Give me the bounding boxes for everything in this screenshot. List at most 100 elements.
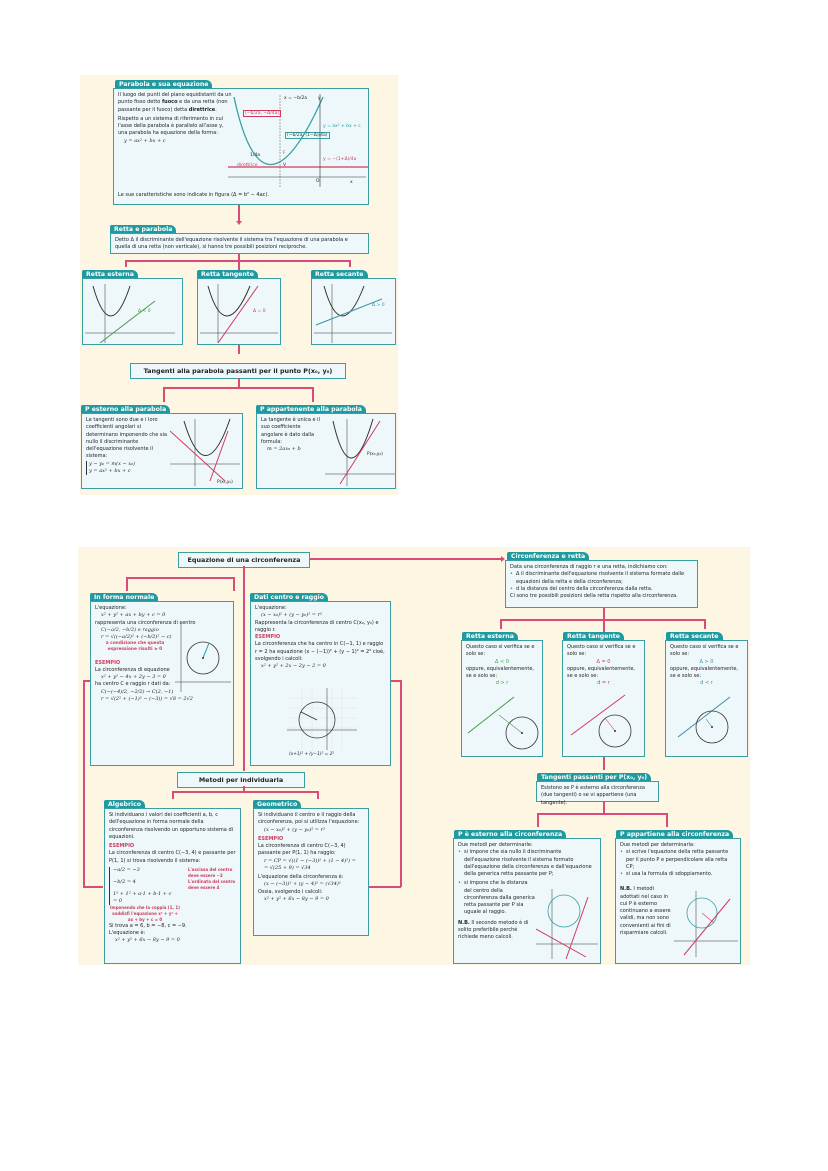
tangenti-circ-text: Esistono se P è esterno alla circonferen…	[541, 785, 645, 806]
centro-raggio-label: L'equazione:	[255, 605, 287, 611]
circ-retta-bullet: d la distanza del centro della circonfer…	[510, 586, 693, 594]
case-tangente-box: Δ = 0	[197, 278, 281, 345]
direttrice-term: direttrice	[188, 106, 216, 113]
normale-raggio: r = √((−a/2)² + (−b/2)² − c)	[101, 634, 172, 640]
circ-case-secante-box: Questo caso si verifica se e solo se: Δ …	[665, 640, 748, 757]
example-equation: x² + y² + 2x − 2y − 2 = 0	[261, 663, 326, 669]
connector	[172, 791, 174, 799]
geometrico-text: Si individuano il centro e il raggio del…	[258, 812, 360, 826]
connector	[125, 260, 350, 262]
point-p-label: P(x₀,y₀)	[217, 480, 233, 485]
case-text: oppure, equivalentemente, se e solo se:	[670, 665, 739, 679]
parabola-footer: Le sue caratteristiche sono indicate in …	[118, 191, 269, 198]
connector	[243, 786, 245, 792]
case-text: oppure, equivalentemente, se e solo se:	[466, 665, 535, 679]
normale-condition: a condizione che questa espressione risu…	[105, 641, 165, 653]
metodi-label: Due metodi per determinarla:	[620, 842, 695, 848]
nb-note: N.B. I metodi adottati nel caso in cui P…	[620, 886, 672, 937]
p-esterno-text: Le tangenti sono due e i loro coefficien…	[86, 417, 167, 460]
circ-case-tangente-title: Retta tangente	[563, 632, 624, 641]
case-delta: Δ > 0	[699, 658, 714, 665]
circ-retta-title: Circonferenza e retta	[507, 552, 590, 561]
circ-retta-box: Data una circonferenza di raggio r e una…	[505, 560, 698, 608]
geometrico-title: Geometrico	[253, 800, 302, 809]
example-result: x² + y² + 6x − 8y − 9 = 0	[264, 895, 329, 902]
label-dir-eq: y = −(1+Δ)/4a	[323, 157, 357, 162]
point-p-label: P(x₀,y₀)	[367, 452, 383, 457]
tangenti-circ-box: Esistono se P è esterno alla circonferen…	[536, 781, 659, 806]
connector	[369, 886, 401, 888]
case-delta: Δ = 0	[596, 658, 611, 665]
forma-normale-title: In forma normale	[90, 593, 159, 602]
secante-graph	[314, 284, 392, 343]
label-curve: y = ax² + bx + c	[323, 124, 361, 129]
example-equation: (x − (−3))² + (y − 4)² = (√34)²	[264, 881, 341, 888]
case-esterna-box: Δ < 0	[82, 278, 183, 345]
normale-equation: x² + y² + ax + by + c = 0	[101, 612, 166, 619]
system-eq-2: y = ax² + bx + c	[89, 467, 131, 474]
connector	[537, 813, 539, 827]
connector	[500, 619, 705, 621]
p-appartenente-graph	[325, 418, 395, 486]
parabola-text: Rispetto a un sistema di riferimento in …	[118, 115, 224, 137]
system-eq-3: 1² + 1² + a·1 + b·1 + c = 0	[113, 890, 172, 904]
metodo-bullet: si scrive l'equazione della retta passan…	[620, 849, 736, 871]
example-text: La circonferenza che ha centro in C(−1, …	[255, 641, 385, 662]
example-text: La circonferenza di equazione	[95, 666, 170, 673]
label-axis: x = −b/2a	[284, 96, 308, 101]
p-appartiene-circ-graph	[674, 891, 738, 957]
normale-text: rappresenta una circonferenza di centro	[95, 619, 196, 626]
arrow	[236, 221, 242, 225]
metodi-label: Due metodi per determinarle:	[458, 842, 533, 848]
retta-parabola-box: Detto Δ il discriminante dell'equazione …	[110, 233, 369, 254]
example-text: La circonferenza di centro C(−3, 4) e pa…	[109, 850, 236, 864]
circ-retta-intro: Data una circonferenza di raggio r e una…	[510, 564, 668, 570]
label-quarter: 1/4a	[250, 153, 260, 158]
example-text: L'equazione della circonferenza è:	[258, 874, 344, 880]
p-esterno-circ-box: Due metodi per determinarle: si impone c…	[453, 838, 601, 964]
connector	[537, 813, 667, 815]
example-text: Ossia, svolgendo i calcoli:	[258, 888, 323, 895]
circ-case-esterna-title: Retta esterna	[462, 632, 518, 641]
parabola-definition: Il luogo dei punti del piano equidistant…	[118, 92, 232, 106]
example-text: La circonferenza di centro C(−3, 4) pass…	[258, 843, 346, 857]
p-esterno-box: Le tangenti sono due e i loro coefficien…	[81, 413, 243, 489]
connector	[163, 387, 165, 402]
graph-caption: (x+1)² + (y−1)² = 2²	[289, 752, 335, 757]
system-eq-1: y − y₀ = m(x − x₀)	[89, 460, 136, 467]
retta-parabola-title: Retta e parabola	[110, 225, 177, 234]
note-ordinata: L'ordinata del centro deve essere 4	[188, 878, 236, 890]
parabola-title: Parabola e sua equazione	[115, 80, 213, 89]
delta-label: Δ = 0	[253, 309, 266, 314]
example-equation: x² + y² − 4x + 2y − 3 = 0	[101, 674, 166, 681]
connector	[126, 577, 234, 579]
centro-raggio-text: Rappresenta la circonferenza di centro C…	[255, 619, 379, 633]
example-text: ha centro C e raggio r dati da:	[95, 681, 171, 688]
metodi-title: Metodi per individuarla	[177, 772, 305, 788]
parabola-box: Il luogo dei punti del piano equidistant…	[113, 88, 369, 205]
note-ascissa: L'ascissa del centro deve essere −3	[188, 866, 233, 878]
p-esterno-title: P esterno alla parabola	[81, 405, 171, 414]
case-text: Questo caso si verifica se e solo se:	[466, 644, 535, 658]
metodo-bullet: si impone che la distanza del centro del…	[458, 880, 536, 916]
normale-graph	[175, 622, 231, 692]
system-eq-2: −b/2 = 4	[113, 878, 136, 885]
connector	[312, 387, 314, 402]
esterna-circle-graph	[467, 696, 539, 750]
centro-raggio-equation: (x − x₀)² + (y − y₀)² = r²	[261, 612, 322, 619]
label-f: F	[283, 151, 286, 156]
p-esterno-circ-graph	[536, 889, 598, 959]
fuoco-term: fuoco	[161, 99, 178, 106]
label-focus: (−b/2a, (1−Δ)/4a)	[285, 132, 330, 139]
normale-label: L'equazione:	[95, 605, 127, 611]
esempio-label: ESEMPIO	[95, 659, 121, 666]
example-raggio: r = √(2² + (−1)² − (−3)) = √8 = 2√2	[101, 695, 193, 702]
parabola-figure	[228, 94, 368, 187]
p-appartenente-text: La tangente è unica e il suo coefficient…	[261, 417, 320, 445]
connector	[83, 886, 103, 888]
circ-case-tangente-box: Questo caso si verifica se e solo se: Δ …	[562, 640, 645, 757]
tangenti-parabola-title: Tangenti alla parabola passanti per il p…	[130, 363, 346, 379]
p-appartenente-title: P appartenente alla parabola	[256, 405, 366, 414]
case-distance: d > r	[495, 680, 509, 687]
p-esterno-circ-title: P è esterno alla circonferenza	[454, 830, 567, 839]
